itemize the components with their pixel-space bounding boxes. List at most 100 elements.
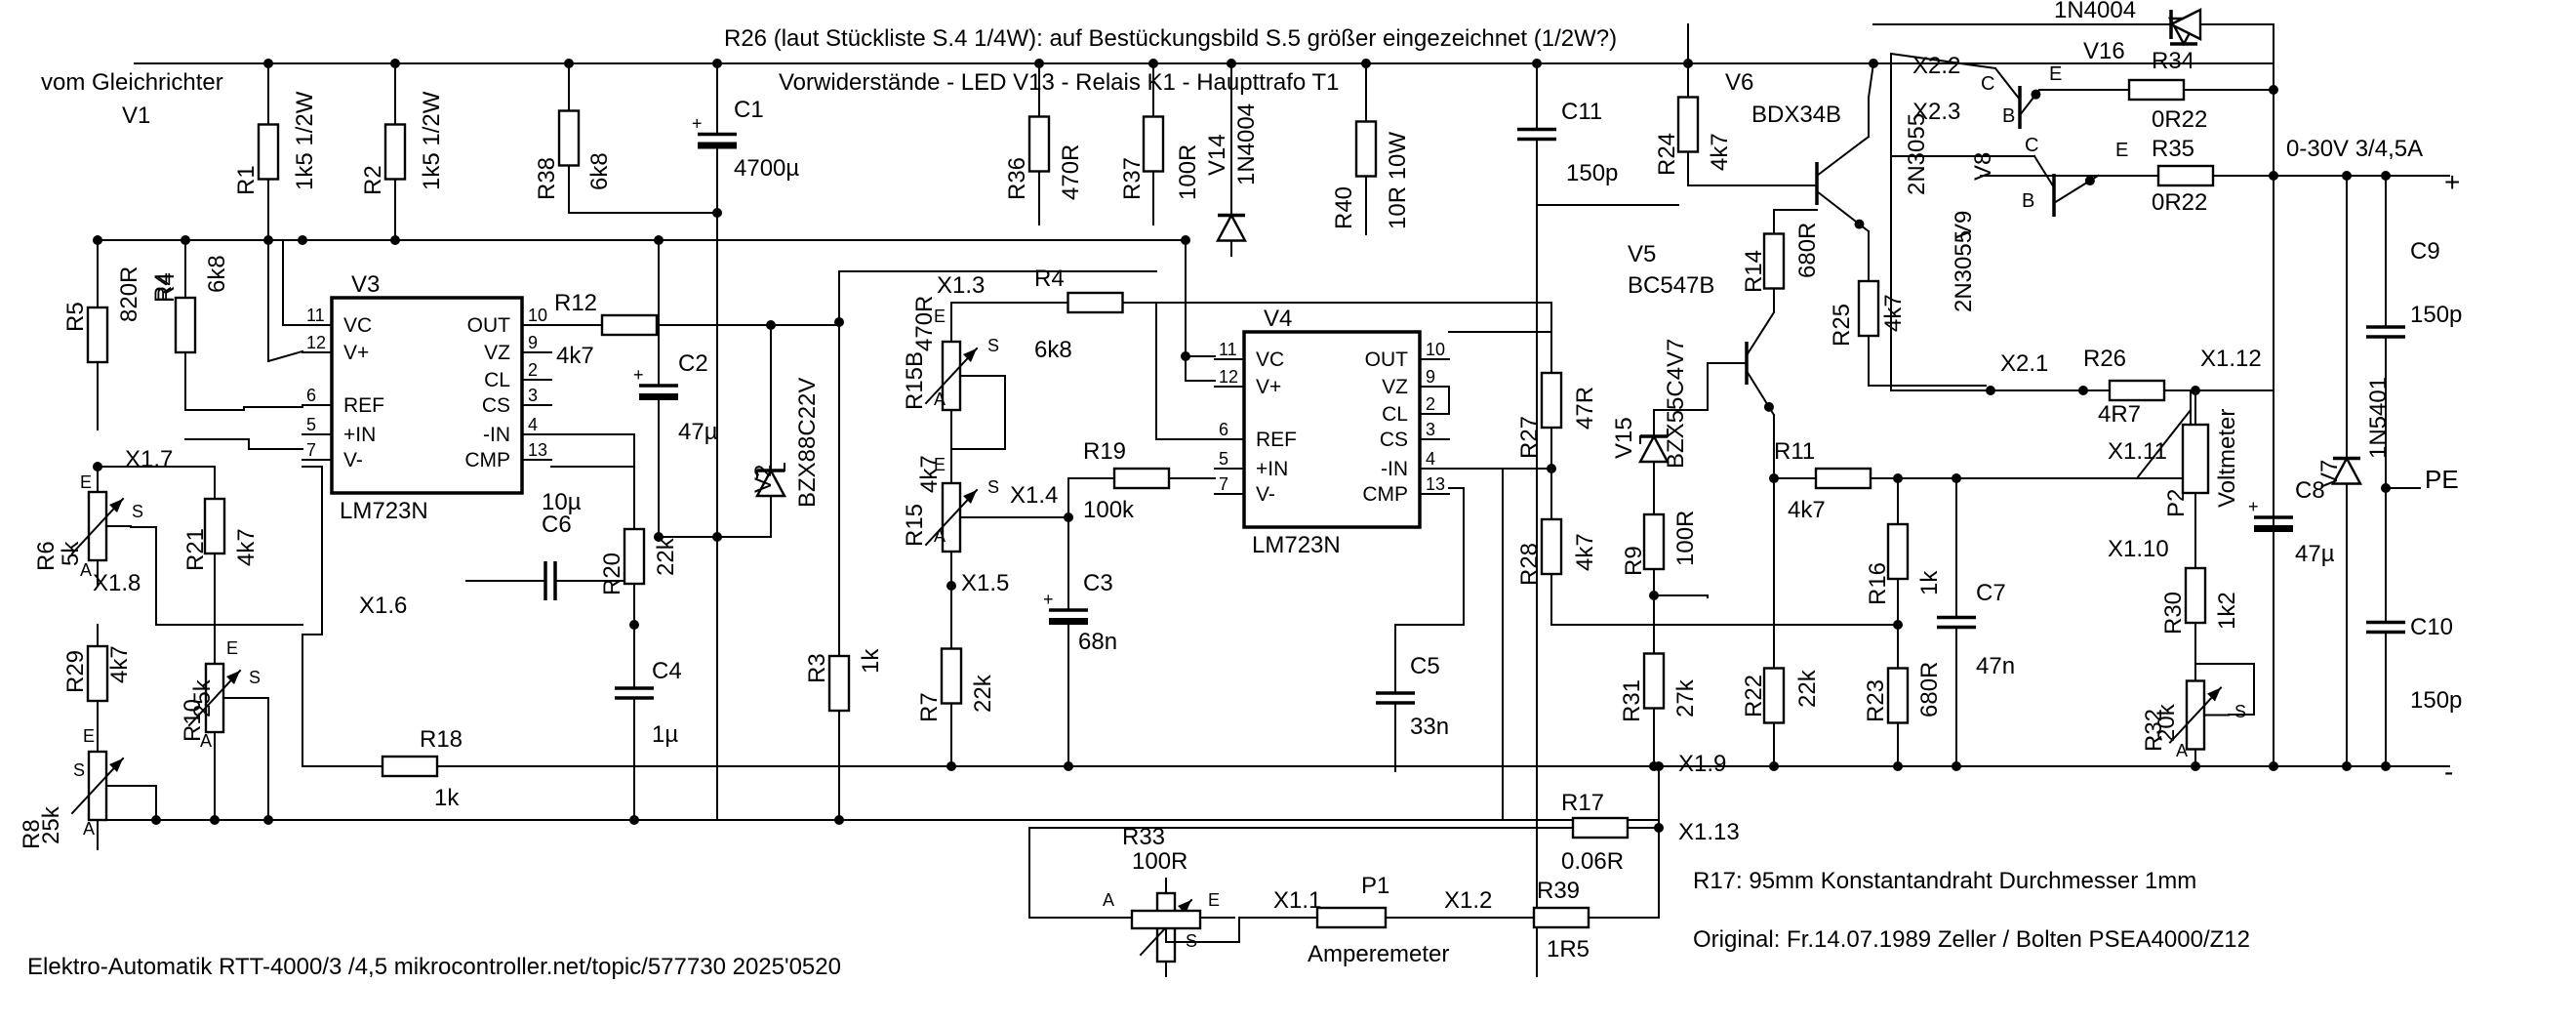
electrolytic-plate — [639, 393, 678, 400]
junction-dot — [564, 59, 574, 68]
resistor-r17 — [1541, 816, 1660, 840]
label: R22 — [1741, 675, 1767, 717]
junction-dot — [1547, 464, 1556, 473]
label: X2.1 — [2000, 350, 2048, 377]
label: R3 — [804, 653, 830, 683]
label: Amperemeter — [1308, 941, 1449, 967]
junction-dot — [1769, 761, 1779, 771]
junction-dot — [1952, 761, 1961, 771]
resistor-body — [1067, 291, 1124, 314]
label: R23 — [1863, 679, 1889, 722]
diode-triangle-icon — [1637, 433, 1670, 464]
label: 4R7 — [2098, 401, 2141, 428]
label: E — [934, 307, 946, 326]
label: A — [200, 731, 212, 751]
label: X2.2 — [1912, 53, 1960, 79]
label: C6 — [542, 512, 572, 538]
resistor-r40 — [1354, 62, 1378, 235]
resistor-r21 — [1642, 487, 1666, 596]
label: A — [80, 560, 92, 580]
junction-dot — [629, 620, 639, 630]
label: R12 — [554, 290, 597, 316]
label: 25k — [38, 805, 64, 844]
wire — [1653, 362, 1709, 411]
junction-dot — [2269, 761, 2278, 771]
resistor-body — [1857, 279, 1880, 338]
label: R9 — [1621, 546, 1647, 576]
pin-name: OUT — [1365, 348, 1409, 371]
resistor-body — [383, 123, 407, 181]
wire — [1165, 917, 1240, 943]
label: 100R — [1672, 511, 1699, 566]
arrow-head-icon — [109, 758, 123, 772]
junction-dot — [1654, 823, 1664, 833]
resistor-body — [2108, 379, 2166, 402]
resistor-r27 — [2082, 379, 2192, 402]
resistor-body — [1571, 816, 1630, 840]
potentiometer — [70, 721, 132, 850]
resistor-body — [174, 296, 197, 354]
resistor-body — [2156, 164, 2215, 187]
label: 680R — [1916, 662, 1943, 717]
junction-dot — [1034, 59, 1044, 68]
junction-dot — [2381, 483, 2391, 493]
arrow-head-icon — [109, 499, 123, 512]
label: R4 — [150, 272, 177, 303]
label: X1.1 — [1273, 887, 1321, 914]
pin-number: 6 — [1219, 420, 1228, 439]
label: X1.6 — [359, 593, 407, 619]
label: BC547B — [1628, 272, 1714, 299]
label: R36 — [1004, 157, 1030, 200]
resistor-r25 — [1762, 209, 1786, 313]
label: 4k7 — [916, 455, 943, 493]
ic-ref: V4 — [1264, 306, 1292, 332]
label: 2N3055 — [1951, 230, 1977, 312]
wire — [184, 406, 303, 411]
label: 22k — [653, 537, 679, 576]
label: X1.10 — [2108, 536, 2169, 562]
resistor-body — [1762, 667, 1786, 724]
label: R37 — [1119, 157, 1146, 200]
pin-number: 5 — [1219, 449, 1228, 469]
junction-dot — [712, 208, 722, 218]
resistor-r26 — [1857, 230, 1880, 387]
resistor-body — [1354, 120, 1378, 178]
pin-name: -IN — [483, 424, 510, 446]
pin-name: VC — [1256, 348, 1284, 371]
label: R2 — [360, 165, 386, 195]
resistor-r36 — [1027, 62, 1051, 225]
pin-name: CL — [1382, 403, 1408, 426]
junction-dot — [1986, 386, 1995, 395]
label: C1 — [734, 97, 764, 123]
junction-dot — [151, 815, 161, 825]
label: R1 — [233, 165, 260, 195]
pin-number: 12 — [306, 333, 326, 352]
note-r26: R26 (laut Stückliste S.4 1/4W): auf Best… — [724, 25, 1617, 52]
resistor-body — [1642, 512, 1666, 571]
resistor-r12 — [550, 313, 708, 337]
transistor — [1993, 66, 2041, 129]
junction-dot — [2191, 386, 2200, 395]
resistor-body — [1027, 115, 1051, 173]
label: R38 — [534, 157, 560, 200]
pin-name: VZ — [1382, 376, 1408, 398]
arrow-head-icon — [2207, 687, 2221, 702]
junction-dot — [263, 815, 273, 825]
resistor-body — [203, 497, 226, 555]
resistor-r39 — [1463, 906, 1660, 929]
label: 6k8 — [586, 152, 613, 190]
label: 4k7 — [1788, 497, 1826, 523]
junction-dot — [181, 235, 190, 245]
resistor-body — [1112, 467, 1171, 490]
junction-dot — [1064, 512, 1073, 522]
resistor-body — [257, 123, 280, 181]
label: 47R — [1572, 387, 1598, 430]
pin-number: 10 — [528, 306, 547, 325]
label: R35 — [2152, 136, 2194, 162]
label: V9 — [1951, 211, 1977, 239]
label: 150p — [1566, 160, 1618, 186]
pin-number: 2 — [1426, 394, 1435, 414]
potentiometer — [187, 634, 249, 762]
